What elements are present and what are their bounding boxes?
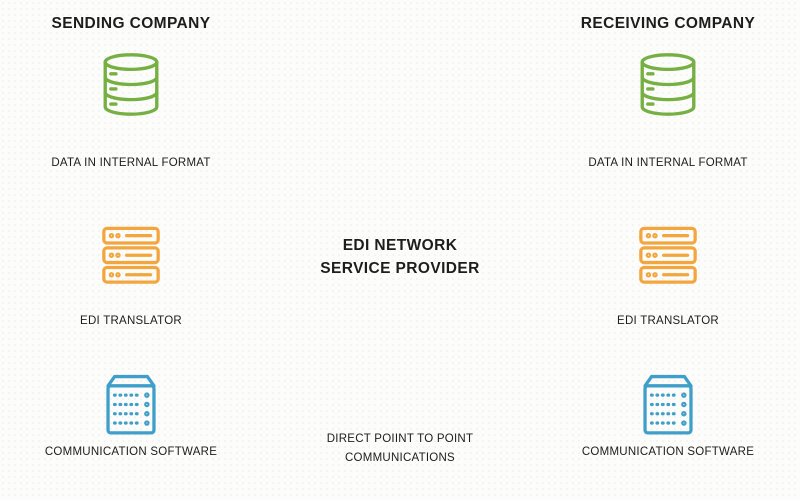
sending-data-label: DATA IN INTERNAL FORMAT <box>51 157 211 169</box>
sending-company-title: SENDING COMPANY <box>51 15 211 32</box>
edi-network-column: EDI NETWORK SERVICE PROVIDER DIRECT POII… <box>300 0 500 500</box>
sending-communication-label: COMMUNICATION SOFTWARE <box>44 446 218 458</box>
server-stack-icon <box>102 226 160 284</box>
receiving-data-label: DATA IN INTERNAL FORMAT <box>588 157 748 169</box>
receiving-data-node <box>572 52 764 117</box>
communication-server-icon <box>106 374 156 435</box>
point-to-point-note: DIRECT POIINT TO POINT COMMUNICATIONS <box>300 430 500 468</box>
server-stack-icon <box>639 226 697 284</box>
receiving-communication-label: COMMUNICATION SOFTWARE <box>581 446 755 458</box>
point-to-point-note-line2: COMMUNICATIONS <box>345 452 455 464</box>
receiving-translator-node <box>572 224 764 287</box>
edi-network-title: EDI NETWORK SERVICE PROVIDER <box>300 234 500 280</box>
sending-translator-label: EDI TRANSLATOR <box>80 315 182 327</box>
edi-network-title-line2: SERVICE PROVIDER <box>320 260 480 277</box>
sending-company-column: SENDING COMPANY DATA IN INTERNAL FORMAT <box>35 0 227 500</box>
receiving-communication-node <box>572 372 764 438</box>
sending-translator-node <box>35 224 227 287</box>
receiving-company-column: RECEIVING COMPANY DATA IN INTERNAL FORMA… <box>572 0 764 500</box>
sending-communication-node <box>35 372 227 438</box>
database-icon <box>640 53 696 116</box>
edi-network-title-line1: EDI NETWORK <box>342 237 458 254</box>
receiving-company-title: RECEIVING COMPANY <box>580 15 756 32</box>
receiving-translator-label: EDI TRANSLATOR <box>617 315 719 327</box>
point-to-point-note-line1: DIRECT POIINT TO POINT <box>326 433 474 445</box>
communication-server-icon <box>643 374 693 435</box>
database-icon <box>103 53 159 116</box>
sending-data-node <box>35 52 227 117</box>
